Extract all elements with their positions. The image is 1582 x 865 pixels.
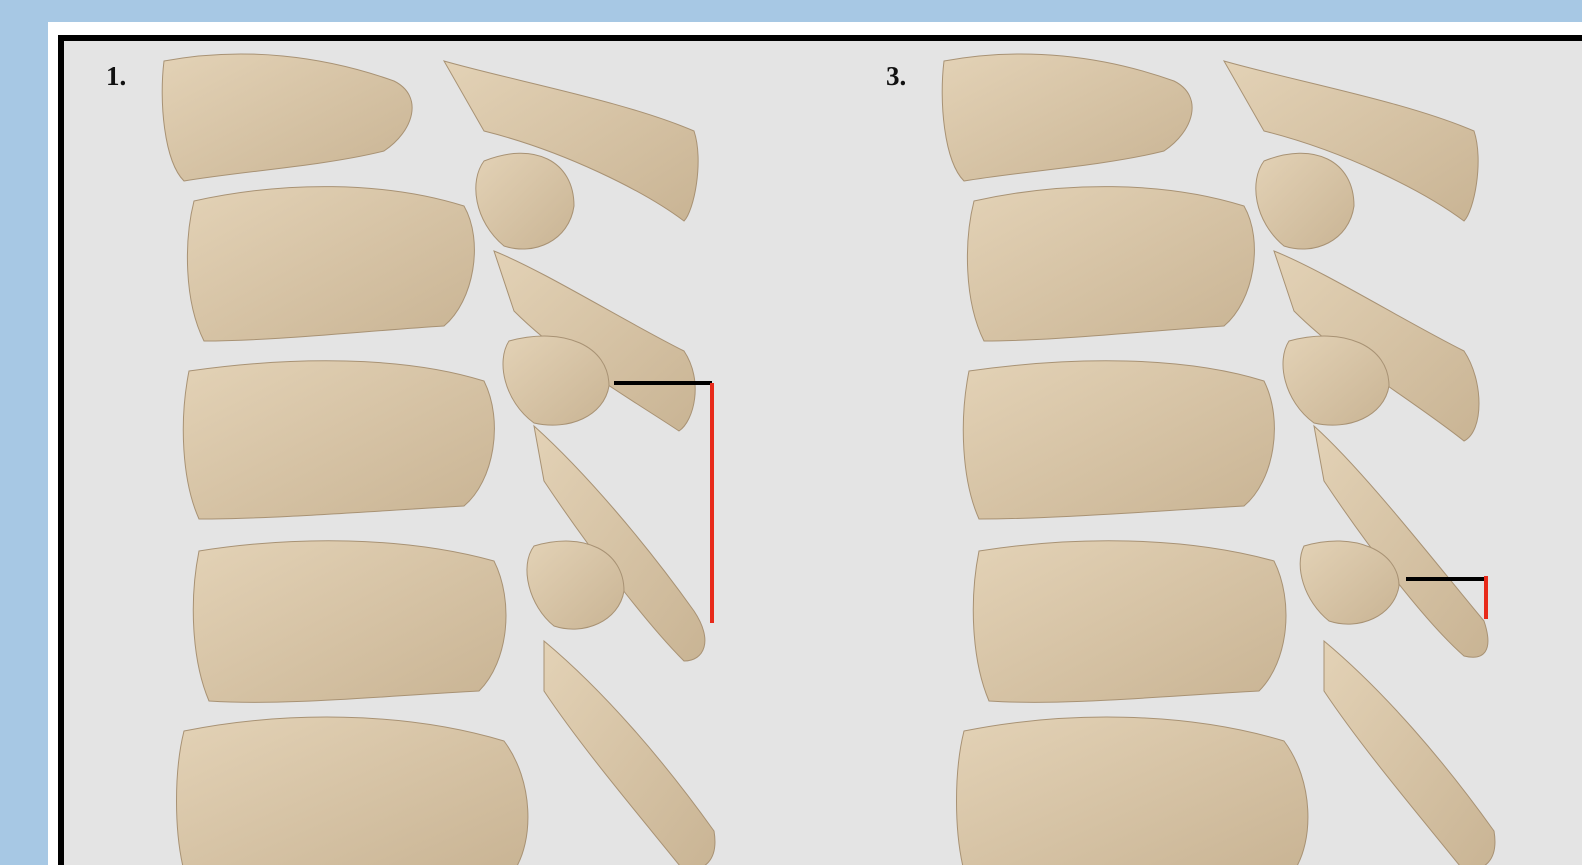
facet-joint-2 [1256, 153, 1354, 249]
spine-illustration-3 [844, 41, 1582, 865]
vertebra-top [942, 54, 1192, 181]
figure-frame: 1. [58, 35, 1582, 865]
vertebra-2 [967, 187, 1254, 341]
vertebra-2 [187, 187, 474, 341]
spinous-process-5 [544, 641, 715, 865]
vertebra-5 [957, 717, 1308, 865]
vertebra-4 [973, 541, 1286, 703]
facet-joint-2 [476, 153, 574, 249]
vertebra-4 [193, 541, 506, 703]
cervical-vertebrae [162, 54, 715, 865]
spinous-process-5 [1324, 641, 1495, 865]
vertebra-5 [177, 717, 528, 865]
cervical-vertebrae [942, 54, 1495, 865]
vertebra-3 [183, 361, 494, 519]
panel-label-3: 3. [886, 61, 906, 92]
panel-1: 1. [64, 41, 844, 865]
vertebra-top [162, 54, 412, 181]
spine-illustration-1 [64, 41, 844, 865]
vertebra-3 [963, 361, 1274, 519]
panel-label-1: 1. [106, 61, 126, 92]
panel-3: 3. [844, 41, 1582, 865]
